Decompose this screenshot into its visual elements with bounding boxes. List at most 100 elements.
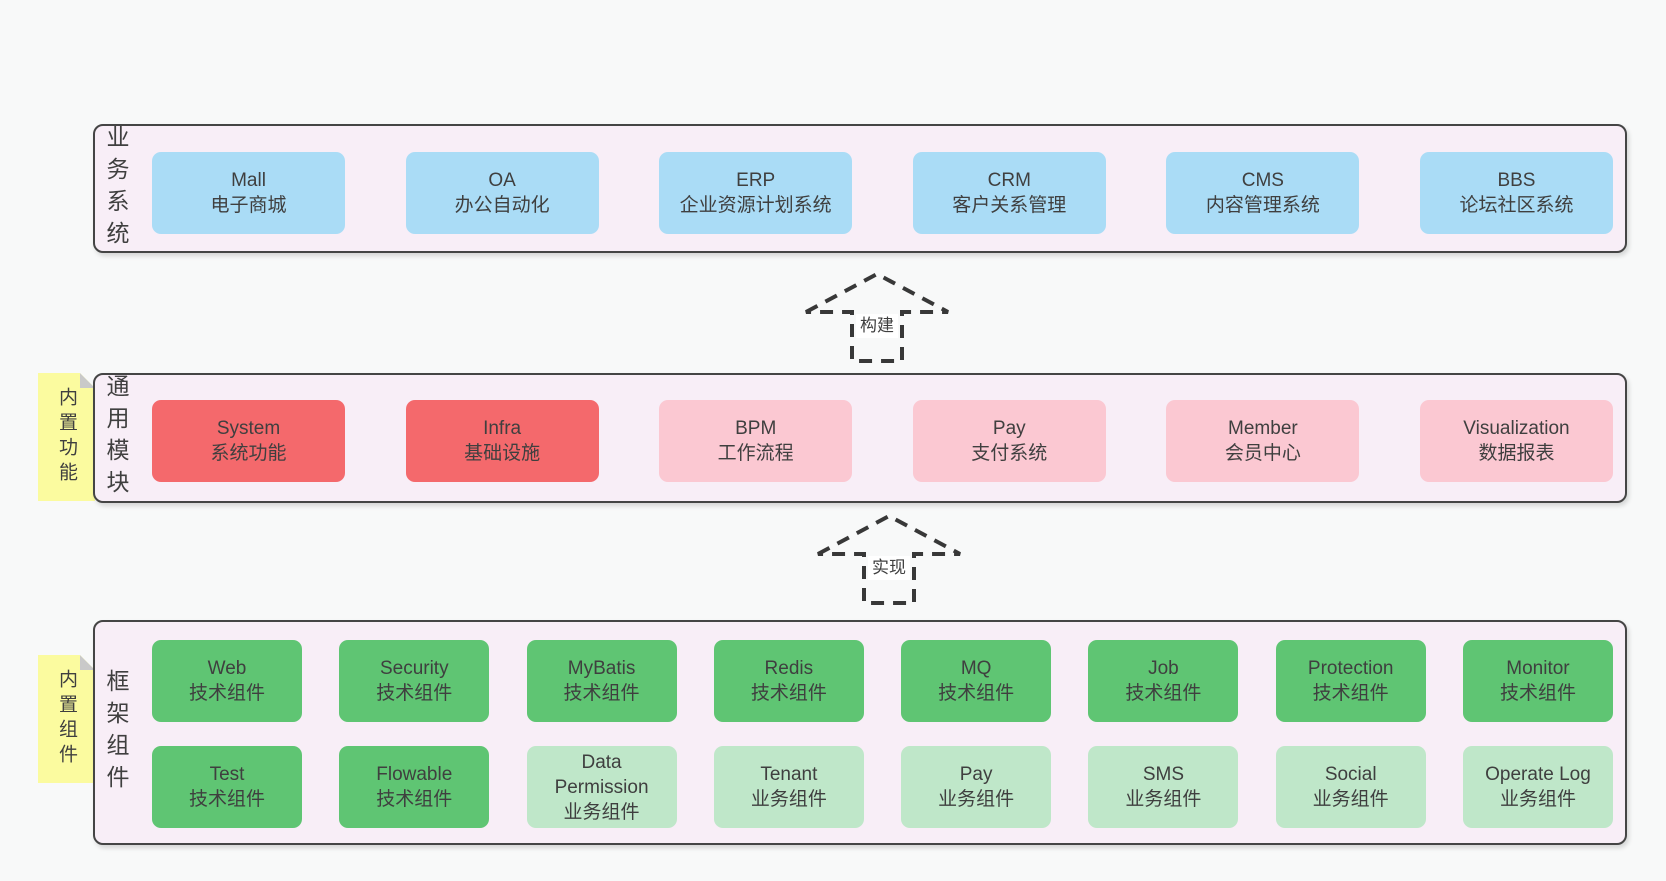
up-arrow-icon bbox=[805, 271, 949, 363]
box-data-permission: Data Permission 业务组件 bbox=[526, 746, 677, 828]
box-mall: Mall 电子商城 bbox=[152, 152, 345, 234]
box-title: Monitor bbox=[1506, 658, 1570, 679]
box-subtitle: 技术组件 bbox=[938, 683, 1015, 704]
box-title: MyBatis bbox=[567, 658, 636, 679]
box-pay: Pay 支付系统 bbox=[912, 400, 1106, 482]
box-title: Web bbox=[207, 658, 247, 679]
box-protection: Protection 技术组件 bbox=[1275, 640, 1426, 722]
box-bpm: BPM 工作流程 bbox=[659, 400, 853, 482]
box-pay: Pay 业务组件 bbox=[901, 746, 1052, 828]
box-subtitle: 支付系统 bbox=[971, 443, 1048, 464]
implement-arrow: 实现 bbox=[813, 512, 965, 606]
box-subtitle: 数据报表 bbox=[1478, 443, 1555, 464]
panel-business-systems: 业务系统 Mall 电子商城 OA 办公自动化 ERP 企业资源计划系统 CRM 客户关系管理… bbox=[93, 124, 1627, 253]
box-title: Visualization bbox=[1463, 418, 1570, 439]
box-title: OA bbox=[488, 170, 516, 191]
box-mq: MQ 技术组件 bbox=[901, 640, 1052, 722]
box-subtitle: 系统功能 bbox=[210, 443, 287, 464]
box-subtitle: 技术组件 bbox=[376, 683, 453, 704]
box-erp: ERP 企业资源计划系统 bbox=[659, 152, 853, 234]
box-title: Member bbox=[1228, 418, 1298, 439]
box-crm: CRM 客户关系管理 bbox=[912, 152, 1106, 234]
box-subtitle: 基础设施 bbox=[464, 443, 541, 464]
box-title: Pay bbox=[959, 764, 993, 785]
box-subtitle: 业务组件 bbox=[1499, 789, 1576, 810]
box-subtitle: 工作流程 bbox=[717, 443, 794, 464]
panel-label-common-modules: 通用模块 bbox=[103, 374, 129, 502]
box-subtitle: 内容管理系统 bbox=[1205, 195, 1320, 216]
box-subtitle: 技术组件 bbox=[376, 789, 453, 810]
box-redis: Redis 技术组件 bbox=[713, 640, 864, 722]
box-security: Security 技术组件 bbox=[339, 640, 490, 722]
box-cms: CMS 内容管理系统 bbox=[1166, 152, 1360, 234]
box-subtitle: 办公自动化 bbox=[454, 195, 550, 216]
box-subtitle: 技术组件 bbox=[1499, 683, 1576, 704]
box-subtitle: 技术组件 bbox=[188, 789, 265, 810]
box-subtitle: 业务组件 bbox=[563, 801, 640, 823]
box-test: Test 技术组件 bbox=[152, 746, 302, 828]
box-title: BPM bbox=[735, 418, 777, 439]
box-subtitle: 电子商城 bbox=[210, 195, 287, 216]
box-sms: SMS 业务组件 bbox=[1088, 746, 1239, 828]
box-monitor: Monitor 技术组件 bbox=[1462, 640, 1613, 722]
box-subtitle: 客户关系管理 bbox=[952, 195, 1067, 216]
box-job: Job 技术组件 bbox=[1088, 640, 1239, 722]
sticky-note-builtin-features: 内置功能 bbox=[38, 373, 95, 501]
box-social: Social 业务组件 bbox=[1275, 746, 1426, 828]
box-subtitle: 业务组件 bbox=[938, 789, 1015, 810]
box-title: Redis bbox=[764, 658, 814, 679]
arrow-label-implement: 实现 bbox=[868, 556, 910, 580]
box-mybatis: MyBatis 技术组件 bbox=[526, 640, 677, 722]
box-title: ERP bbox=[736, 170, 776, 191]
box-subtitle: 业务组件 bbox=[1125, 789, 1202, 810]
sticky-note-builtin-components: 内置组件 bbox=[38, 655, 95, 783]
build-arrow: 构建 bbox=[801, 270, 953, 364]
box-title: BBS bbox=[1497, 170, 1536, 191]
box-row: Mall 电子商城 OA 办公自动化 ERP 企业资源计划系统 CRM 客户关系管理 CMS 内容… bbox=[152, 152, 1613, 234]
box-title: SMS bbox=[1142, 764, 1184, 785]
box-title: Mall bbox=[231, 170, 266, 191]
box-subtitle: 业务组件 bbox=[750, 789, 827, 810]
box-operate-log: Operate Log 业务组件 bbox=[1462, 746, 1613, 828]
box-tenant: Tenant 业务组件 bbox=[713, 746, 864, 828]
box-subtitle: 技术组件 bbox=[1125, 683, 1202, 704]
box-title: Social bbox=[1324, 764, 1377, 785]
box-system: System 系统功能 bbox=[152, 400, 345, 482]
box-title: System bbox=[216, 418, 281, 439]
box-subtitle: 业务组件 bbox=[1312, 789, 1389, 810]
box-title: Test bbox=[209, 764, 245, 785]
box-subtitle: 论坛社区系统 bbox=[1459, 195, 1574, 216]
box-web: Web 技术组件 bbox=[152, 640, 302, 722]
sticky-note-text: 内置功能 bbox=[56, 387, 77, 487]
box-subtitle: 技术组件 bbox=[750, 683, 827, 704]
arrow-label-build: 构建 bbox=[856, 314, 898, 338]
box-title: Flowable bbox=[376, 764, 453, 785]
box-title: Infra bbox=[483, 418, 522, 439]
box-subtitle: 技术组件 bbox=[1312, 683, 1389, 704]
box-subtitle: 技术组件 bbox=[188, 683, 265, 704]
box-title: MQ bbox=[960, 658, 992, 679]
box-title: Data Permission bbox=[554, 751, 649, 798]
box-visualization: Visualization 数据报表 bbox=[1419, 400, 1613, 482]
box-title: CMS bbox=[1241, 170, 1284, 191]
panel-common-modules: 通用模块 System 系统功能 Infra 基础设施 BPM 工作流程 Pay 支付系统 Me… bbox=[93, 373, 1627, 503]
box-title: Protection bbox=[1307, 658, 1394, 679]
box-title: CRM bbox=[987, 170, 1031, 191]
sticky-note-text: 内置组件 bbox=[56, 669, 77, 769]
box-title: Job bbox=[1148, 658, 1179, 679]
box-title: Operate Log bbox=[1485, 764, 1591, 785]
box-infra: Infra 基础设施 bbox=[405, 400, 599, 482]
box-title: Security bbox=[379, 658, 449, 679]
panel-label-business-systems: 业务系统 bbox=[103, 124, 129, 253]
box-flowable: Flowable 技术组件 bbox=[339, 746, 490, 828]
box-subtitle: 技术组件 bbox=[563, 683, 640, 704]
box-title: Tenant bbox=[760, 764, 818, 785]
box-subtitle: 企业资源计划系统 bbox=[679, 195, 832, 216]
box-title: Pay bbox=[992, 418, 1026, 439]
